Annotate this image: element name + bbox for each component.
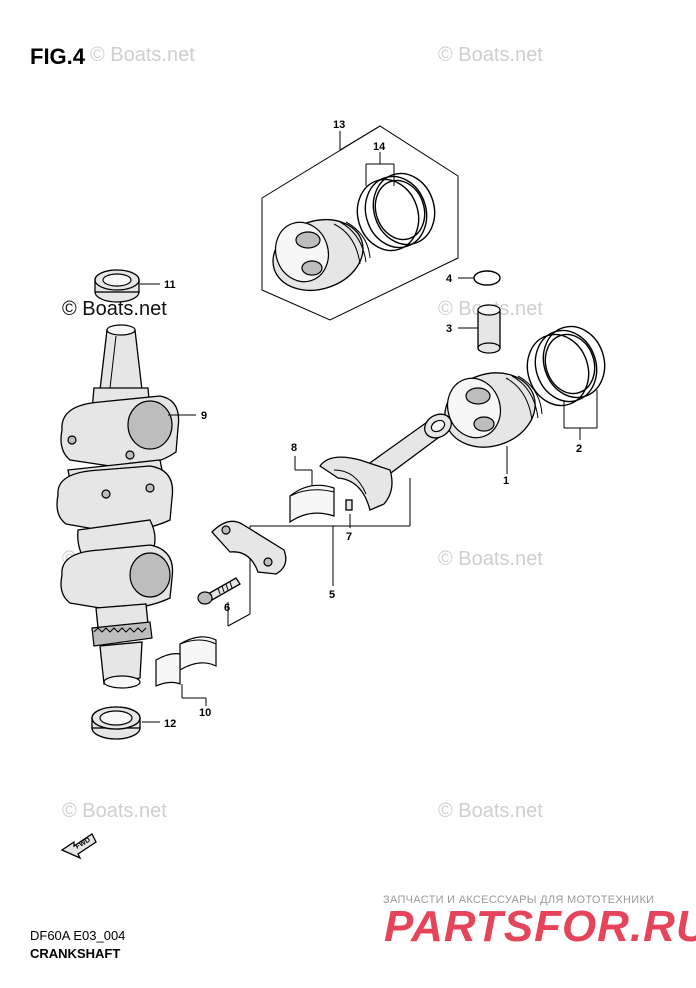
conrod-bearing-upper xyxy=(289,484,335,524)
oil-seal-lower xyxy=(91,706,141,740)
callout-1: 1 xyxy=(503,475,509,487)
watermark: © Boats.net xyxy=(62,298,167,320)
conrod-cap xyxy=(211,520,287,575)
oil-seal-upper xyxy=(94,269,140,303)
callout-8: 8 xyxy=(291,442,297,454)
callout-11: 11 xyxy=(164,279,176,291)
crankshaft xyxy=(56,324,180,689)
piston-kit-box xyxy=(261,125,459,321)
piston-in-kit xyxy=(272,219,371,291)
connecting-rod xyxy=(319,413,452,511)
piston-pin xyxy=(477,304,501,354)
watermark: © Boats.net xyxy=(90,44,195,66)
callout-6: 6 xyxy=(224,602,230,614)
brand-logo: PARTSFOR.RU xyxy=(384,902,696,951)
callout-10: 10 xyxy=(199,707,211,719)
dowel-pin xyxy=(345,499,353,511)
callout-7: 7 xyxy=(346,531,352,543)
callout-12: 12 xyxy=(164,718,176,730)
figure-caption: CRANKSHAFT xyxy=(30,946,121,961)
figure-code: DF60A E03_004 xyxy=(30,928,126,943)
callout-9: 9 xyxy=(201,410,207,422)
watermark: © Boats.net xyxy=(438,44,543,66)
callout-3: 3 xyxy=(446,323,452,335)
callout-13: 13 xyxy=(333,119,345,131)
forward-arrow-icon: FWD xyxy=(60,833,97,860)
crankshaft-bearing xyxy=(155,636,217,687)
watermark: © Boats.net xyxy=(438,800,543,822)
watermark: © Boats.net xyxy=(62,800,167,822)
piston-pin-circlip xyxy=(473,270,501,286)
brand-subtitle: ЗАПЧАСТИ И АКСЕССУАРЫ ДЛЯ МОТОТЕХНИКИ xyxy=(383,894,655,906)
callout-5: 5 xyxy=(329,589,335,601)
callout-14: 14 xyxy=(373,141,386,153)
piston-ring-set-in-kit xyxy=(356,172,436,252)
piston-ring-set xyxy=(526,325,606,407)
callout-4: 4 xyxy=(446,273,453,285)
piston xyxy=(444,372,543,448)
conrod-bolt xyxy=(197,577,241,605)
callout-2: 2 xyxy=(576,443,582,455)
watermark: © Boats.net xyxy=(438,548,543,570)
figure-title: FIG.4 xyxy=(30,44,86,69)
